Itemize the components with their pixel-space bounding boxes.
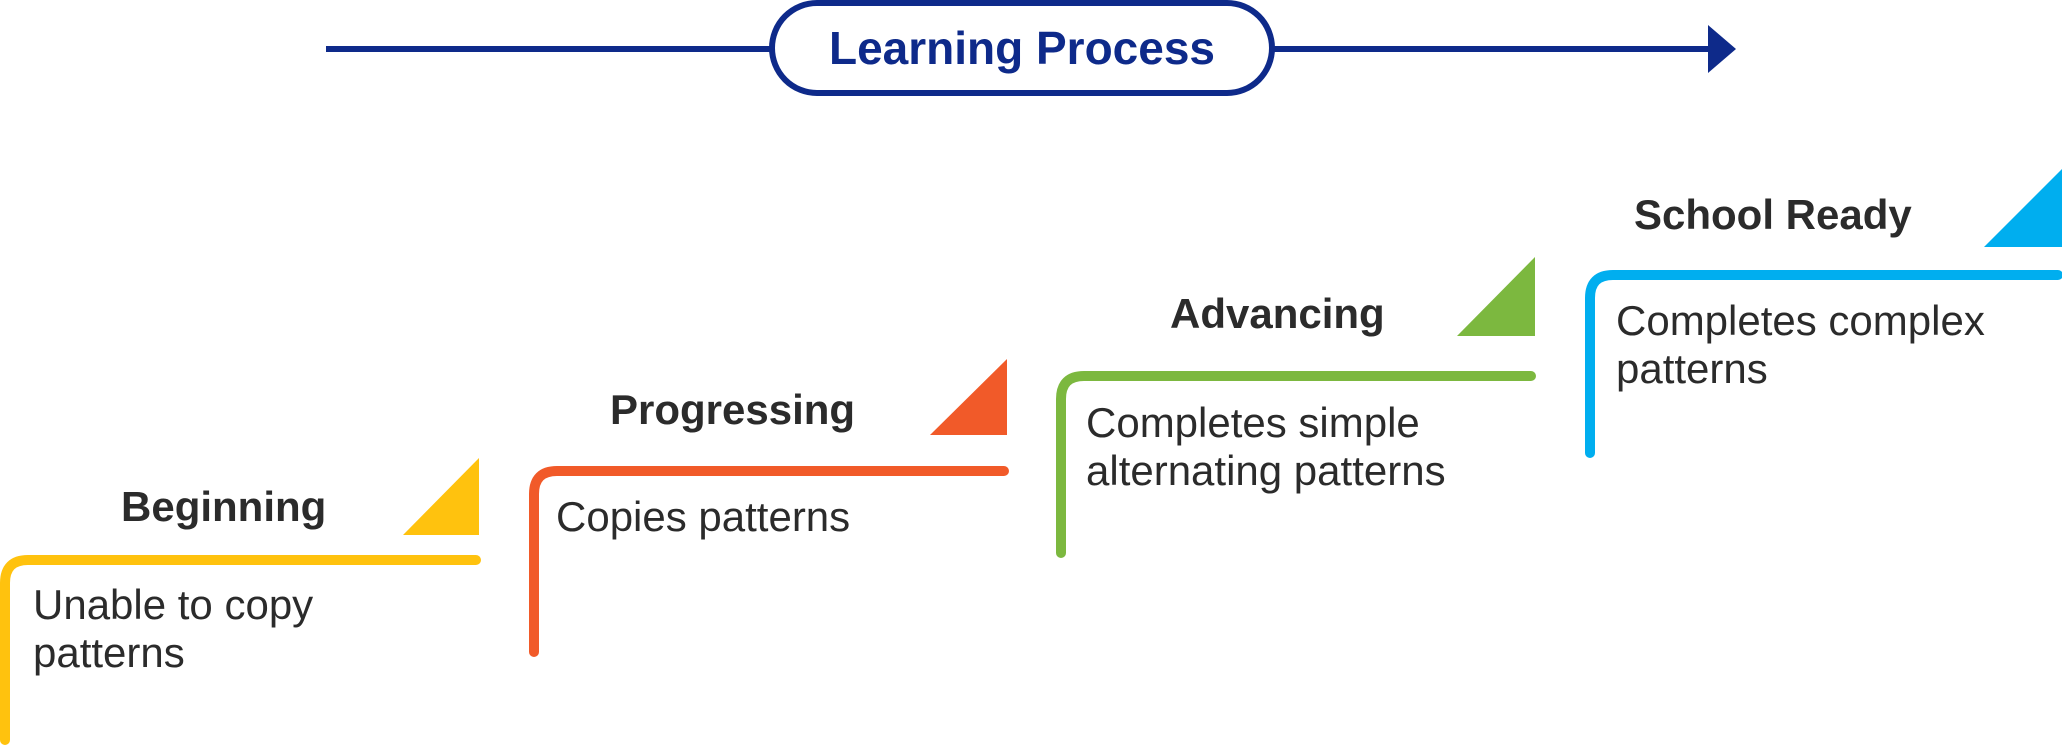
stage-corner-triangle-beginning: [403, 458, 479, 535]
stage-description-advancing: Completes simple alternating patterns: [1086, 399, 1446, 494]
process-title-pill: [769, 0, 1275, 96]
stage-description-school-ready: Completes complex patterns: [1616, 297, 1985, 392]
stage-corner-triangle-school-ready: [1984, 169, 2062, 247]
stage-title-progressing: Progressing: [610, 386, 856, 433]
stage-description-progressing: Copies patterns: [556, 493, 851, 540]
stage-title-advancing: Advancing: [1170, 290, 1385, 337]
stage-step-line-school-ready: [1585, 270, 2062, 458]
stage-step-line-advancing: [1056, 371, 1536, 558]
stage-title-beginning: Beginning: [121, 483, 327, 530]
stage-corner-triangle-advancing: [1457, 257, 1535, 336]
process-arrowhead-icon: [1708, 25, 1736, 73]
stage-step-line-progressing: [529, 466, 1009, 657]
stage-title-school-ready: School Ready: [1634, 191, 1912, 238]
process-title: Learning Process: [828, 22, 1216, 74]
stage-step-line-beginning: [0, 555, 481, 745]
stage-description-beginning: Unable to copy patterns: [33, 581, 314, 676]
stage-corner-triangle-progressing: [930, 359, 1007, 435]
